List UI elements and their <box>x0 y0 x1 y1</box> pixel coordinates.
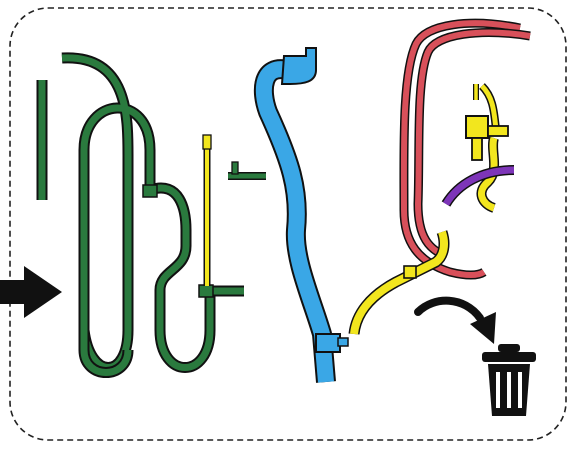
yellow-line-tip <box>202 134 212 150</box>
green-outer-loop <box>78 310 134 378</box>
dashed-panel-border <box>9 7 567 441</box>
green-tubing-set <box>36 52 244 378</box>
yellow-t-body <box>465 115 489 139</box>
curved-arrow-icon <box>414 296 496 344</box>
green-junction-upper <box>142 184 158 198</box>
yellow-t-connector <box>465 83 509 213</box>
yellow-line-in-green-set <box>202 134 212 286</box>
small-connector-stub <box>231 161 239 175</box>
red-tubing <box>399 18 531 280</box>
yellow-tubing-connector <box>403 265 417 279</box>
yellow-t-nozzle <box>471 137 483 161</box>
yellow-tubing <box>348 230 450 335</box>
blue-elbow-connector <box>280 47 317 85</box>
yellow-t-side-port <box>487 125 509 137</box>
trash-can-icon <box>482 344 536 416</box>
blue-corrugated-tube <box>253 47 349 383</box>
small-connector <box>228 161 266 180</box>
green-looped-tube <box>61 52 216 373</box>
blue-bottom-connector <box>315 333 341 353</box>
green-junction-lower <box>198 284 214 298</box>
arrow-right-icon <box>0 266 62 318</box>
purple-tube <box>441 165 515 207</box>
blue-connector-port <box>337 337 349 347</box>
